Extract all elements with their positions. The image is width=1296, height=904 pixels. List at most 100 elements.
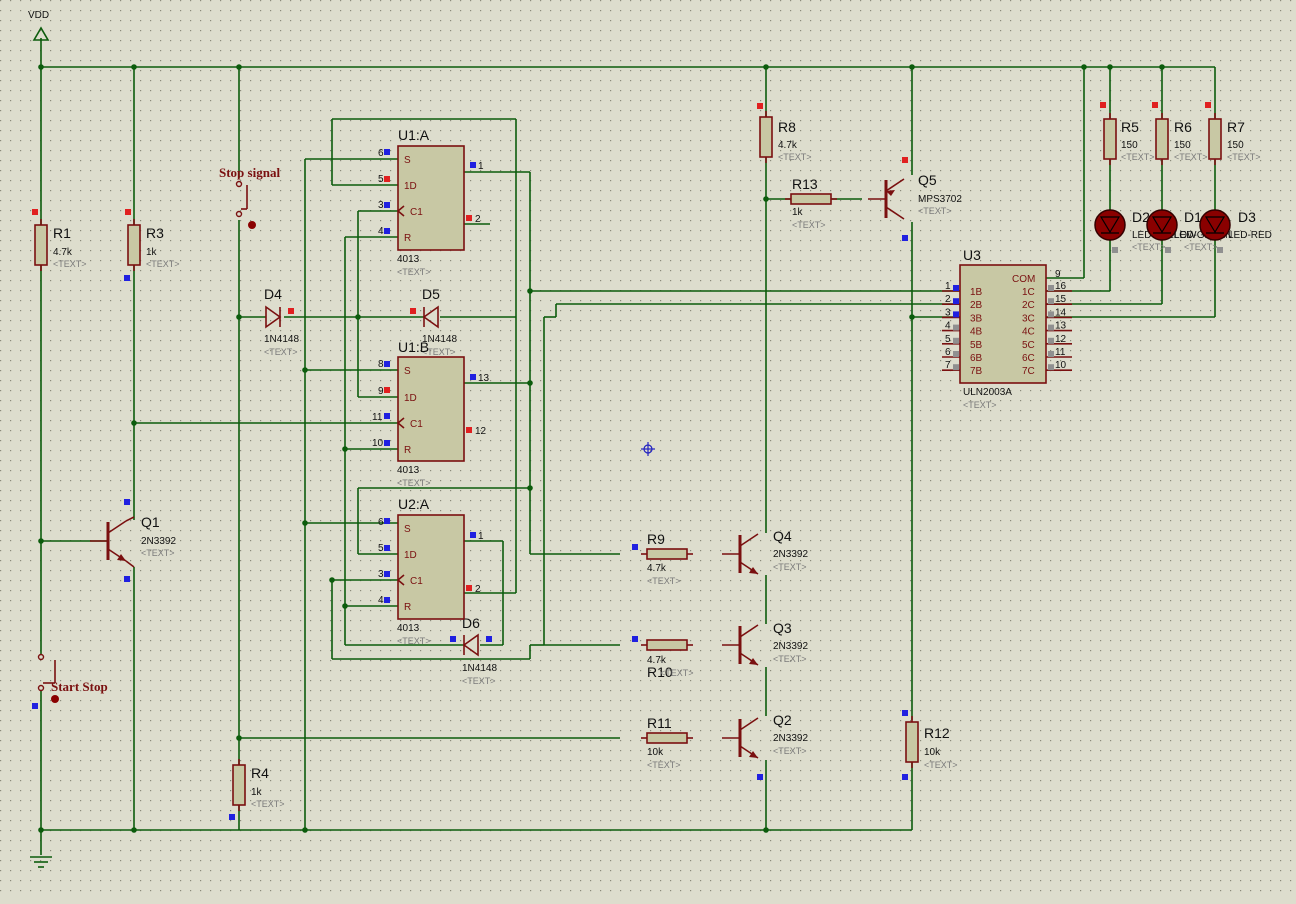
resistor-r9[interactable]: R9 4.7k <TEXT> bbox=[632, 531, 694, 586]
u1a-pin-c-name: C1 bbox=[410, 207, 423, 218]
u1b-pin-c-name: C1 bbox=[410, 419, 423, 430]
transistor-q2[interactable]: Q2 2N3392 <TEXT> bbox=[720, 712, 808, 780]
resistor-r12[interactable]: R12 10k <TEXT> bbox=[902, 710, 958, 780]
u1b-pin-r-num: 10 bbox=[372, 438, 384, 449]
flipflop-u1b[interactable]: U1:B S 1D C1 R 8 9 11 10 13 12 4013 <TEX… bbox=[372, 339, 490, 488]
r12-value: 10k bbox=[924, 747, 941, 758]
u3-out-pin-num: 10 bbox=[1055, 360, 1067, 371]
vdd-label: VDD bbox=[28, 10, 49, 21]
u1a-ref: U1:A bbox=[398, 127, 430, 143]
u2a-pin-d-name: 1D bbox=[404, 550, 417, 561]
r13-value: 1k bbox=[792, 207, 804, 218]
u3-in-pin-name: 7B bbox=[970, 366, 983, 377]
r11-text: <TEXT> bbox=[647, 760, 681, 770]
u1a-pin-c-num: 3 bbox=[378, 200, 384, 211]
diode-d6[interactable]: D6 1N4148 <TEXT> bbox=[450, 615, 497, 686]
resistor-r10[interactable]: R10 4.7k <TEXT> bbox=[632, 636, 694, 680]
resistor-r13[interactable]: R13 1k <TEXT> bbox=[784, 176, 838, 230]
flipflop-u2a[interactable]: U2:A S 1D C1 R 6 5 3 4 1 2 4013 <TEXT> bbox=[378, 496, 484, 646]
diode-d5[interactable]: D5 1N4148 <TEXT> bbox=[410, 286, 457, 357]
u3-text: <TEXT> bbox=[963, 400, 997, 410]
switch-stop-signal[interactable]: Stop signal bbox=[219, 165, 280, 229]
resistor-r6[interactable]: R6 150 <TEXT> bbox=[1152, 102, 1208, 166]
r3-value: 1k bbox=[146, 247, 158, 258]
resistor-r11[interactable]: R11 10k <TEXT> bbox=[640, 715, 694, 770]
d3-ref: D3 bbox=[1238, 209, 1256, 225]
resistor-r8[interactable]: R8 4.7k <TEXT> bbox=[757, 103, 812, 164]
u1b-pin-q-num: 13 bbox=[478, 373, 490, 384]
u3-in-pin-num: 1 bbox=[945, 281, 951, 292]
transistor-q3[interactable]: Q3 2N3392 <TEXT> bbox=[720, 620, 808, 667]
q1-type: 2N3392 bbox=[141, 536, 176, 547]
u1a-pin-r-name: R bbox=[404, 233, 411, 244]
r8-ref: R8 bbox=[778, 119, 796, 135]
u1b-part: 4013 bbox=[397, 465, 420, 476]
u1b-pin-d-num: 9 bbox=[378, 386, 384, 397]
ground-terminal[interactable] bbox=[30, 856, 52, 868]
r1-text: <TEXT> bbox=[53, 259, 87, 269]
start-stop-label: Start Stop bbox=[51, 679, 108, 694]
q5-ref: Q5 bbox=[918, 172, 937, 188]
u2a-pin-s-name: S bbox=[404, 524, 411, 535]
r4-text: <TEXT> bbox=[251, 799, 285, 809]
u1b-pin-s-num: 8 bbox=[378, 359, 384, 370]
r6-value: 150 bbox=[1174, 140, 1191, 151]
transistor-q1[interactable]: Q1 2N3392 <TEXT> bbox=[88, 499, 176, 582]
resistor-r1[interactable]: R1 4.7k <TEXT> bbox=[32, 209, 87, 272]
u1a-pin-s-num: 6 bbox=[378, 148, 384, 159]
r10-text: <TEXT> bbox=[660, 668, 694, 678]
resistor-r7[interactable]: R7 150 <TEXT> bbox=[1205, 102, 1261, 166]
d1-ref: D1 bbox=[1184, 209, 1202, 225]
d1-type: LED-GREEN bbox=[1174, 230, 1232, 241]
d6-ref: D6 bbox=[462, 615, 480, 631]
r11-ref: R11 bbox=[647, 715, 672, 731]
q1-ref: Q1 bbox=[141, 514, 160, 530]
r3-ref: R3 bbox=[146, 225, 164, 241]
u3-in-pin-name: 4B bbox=[970, 327, 983, 338]
u2a-pin-s-num: 6 bbox=[378, 517, 384, 528]
d4-ref: D4 bbox=[264, 286, 282, 302]
r6-ref: R6 bbox=[1174, 119, 1192, 135]
q5-text: <TEXT> bbox=[918, 206, 952, 216]
u3-out-pin-num: 15 bbox=[1055, 294, 1067, 305]
d3-type: LED-RED bbox=[1228, 230, 1272, 241]
transistor-q5[interactable]: Q5 MPS3702 <TEXT> bbox=[866, 157, 962, 241]
vdd-terminal[interactable]: VDD bbox=[28, 10, 50, 41]
d5-ref: D5 bbox=[422, 286, 440, 302]
u3-out-pin-name: 1C bbox=[1022, 287, 1035, 298]
r10-ref: R10 bbox=[647, 664, 673, 680]
resistor-r5[interactable]: R5 150 <TEXT> bbox=[1100, 102, 1155, 166]
u2a-pin-r-num: 4 bbox=[378, 595, 384, 606]
resistor-r3[interactable]: R3 1k <TEXT> bbox=[124, 209, 180, 281]
junctions bbox=[38, 64, 1165, 833]
d6-text: <TEXT> bbox=[462, 676, 496, 686]
d1-text: <TEXT> bbox=[1184, 242, 1218, 252]
r12-text: <TEXT> bbox=[924, 760, 958, 770]
led-d3[interactable]: D3 LED-RED bbox=[1199, 209, 1272, 253]
u3-out-pin-num: 13 bbox=[1055, 321, 1067, 332]
r9-value: 4.7k bbox=[647, 563, 667, 574]
q4-type: 2N3392 bbox=[773, 549, 808, 560]
transistor-q4[interactable]: Q4 2N3392 <TEXT> bbox=[720, 528, 808, 576]
u1a-pin-r-num: 4 bbox=[378, 226, 384, 237]
led-d1[interactable]: D1 LED-GREEN <TEXT> bbox=[1146, 209, 1232, 253]
resistor-r4[interactable]: R4 1k <TEXT> bbox=[229, 758, 285, 820]
u3-part: ULN2003A bbox=[963, 387, 1012, 398]
r11-value: 10k bbox=[647, 747, 664, 758]
flipflop-u1a[interactable]: U1:A S 1D C1 R 6 5 3 4 1 2 4013 <TEXT> bbox=[378, 127, 484, 277]
diode-d4[interactable]: D4 1N4148 <TEXT> bbox=[264, 286, 299, 357]
q3-type: 2N3392 bbox=[773, 641, 808, 652]
switch-start-stop[interactable]: Start Stop bbox=[32, 653, 108, 710]
u1b-pin-r-name: R bbox=[404, 445, 411, 456]
r8-text: <TEXT> bbox=[778, 152, 812, 162]
stop-signal-label: Stop signal bbox=[219, 165, 280, 180]
u2a-pin-c-num: 3 bbox=[378, 569, 384, 580]
r7-text: <TEXT> bbox=[1227, 152, 1261, 162]
u1b-pin-nq-num: 12 bbox=[475, 426, 487, 437]
r4-value: 1k bbox=[251, 787, 263, 798]
d6-type: 1N4148 bbox=[462, 663, 497, 674]
